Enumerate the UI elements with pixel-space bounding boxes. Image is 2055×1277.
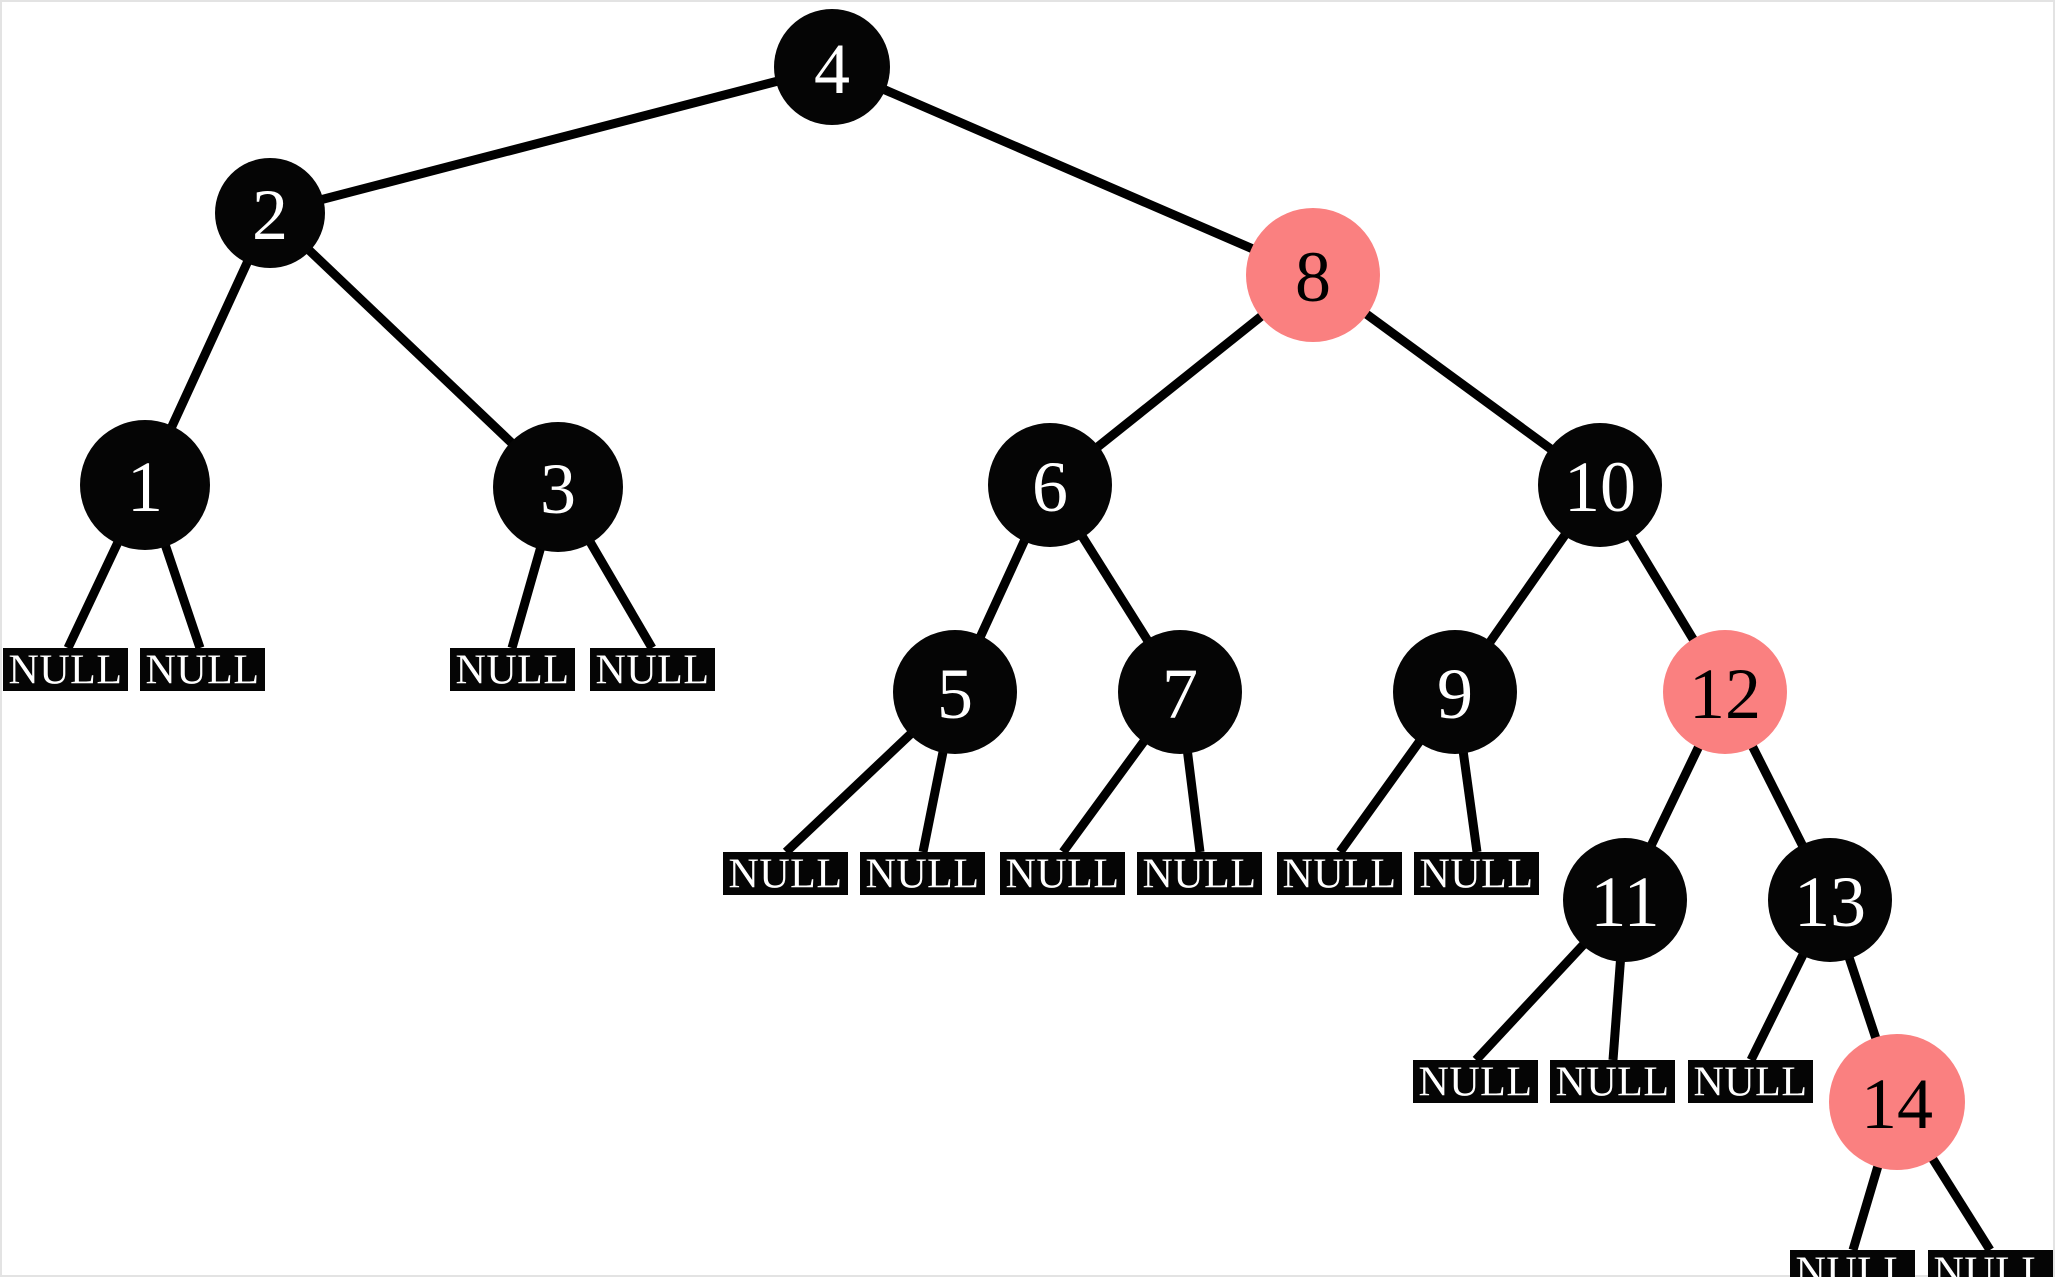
null-box-background bbox=[723, 852, 848, 895]
null-box-background bbox=[450, 648, 575, 691]
null-box-label: NULL bbox=[1556, 1060, 1670, 1106]
node-label: 1 bbox=[127, 447, 163, 527]
tree-node-7[interactable]: 7 bbox=[1118, 630, 1242, 754]
null-box-background bbox=[860, 852, 985, 895]
null-box-label: NULL bbox=[1420, 852, 1534, 898]
node-label: 5 bbox=[937, 654, 973, 734]
null-boxes-layer: NULL NULL NULL NULL NULL NULL NULL NULL NULL NULL… bbox=[3, 648, 2053, 1277]
null-leaf-box: NULL bbox=[860, 852, 985, 898]
tree-node-13[interactable]: 13 bbox=[1768, 838, 1892, 962]
tree-node-5[interactable]: 5 bbox=[893, 630, 1017, 754]
node-label: 14 bbox=[1861, 1064, 1933, 1144]
null-box-label: NULL bbox=[1934, 1250, 2048, 1277]
node-circle-black[interactable] bbox=[80, 420, 210, 550]
tree-node-10[interactable]: 10 bbox=[1538, 423, 1662, 547]
tree-node-8[interactable]: 8 bbox=[1246, 208, 1380, 342]
node-circle-black[interactable] bbox=[1563, 838, 1687, 962]
node-label: 4 bbox=[814, 29, 850, 109]
null-box-label: NULL bbox=[1796, 1250, 1910, 1277]
null-leaf-box: NULL bbox=[1928, 1250, 2053, 1277]
node-label: 6 bbox=[1032, 447, 1068, 527]
null-box-background bbox=[1928, 1250, 2053, 1277]
null-box-background bbox=[1790, 1250, 1915, 1277]
null-leaf-box: NULL bbox=[1414, 852, 1539, 898]
null-box-label: NULL bbox=[1283, 852, 1397, 898]
tree-node-2[interactable]: 2 bbox=[215, 158, 325, 268]
node-circle-black[interactable] bbox=[988, 423, 1112, 547]
node-label: 7 bbox=[1162, 654, 1198, 734]
null-leaf-box: NULL bbox=[450, 648, 575, 694]
null-box-background bbox=[590, 648, 715, 691]
node-circle-black[interactable] bbox=[893, 630, 1017, 754]
node-label: 13 bbox=[1794, 862, 1866, 942]
null-box-label: NULL bbox=[596, 648, 710, 694]
node-circle-black[interactable] bbox=[1768, 838, 1892, 962]
null-box-background bbox=[1413, 1060, 1538, 1103]
null-leaf-box: NULL bbox=[1277, 852, 1402, 898]
tree-node-3[interactable]: 3 bbox=[493, 422, 623, 552]
node-circle-black[interactable] bbox=[1393, 630, 1517, 754]
node-circle-black[interactable] bbox=[774, 9, 890, 125]
null-leaf-box: NULL bbox=[1000, 852, 1125, 898]
null-box-label: NULL bbox=[1419, 1060, 1533, 1106]
null-box-background bbox=[1688, 1060, 1813, 1103]
node-label: 8 bbox=[1295, 237, 1331, 317]
node-label: 9 bbox=[1437, 654, 1473, 734]
tree-node-12[interactable]: 12 bbox=[1663, 630, 1787, 754]
node-label: 2 bbox=[252, 175, 288, 255]
null-box-background bbox=[3, 648, 128, 691]
tree-node-6[interactable]: 6 bbox=[988, 423, 1112, 547]
null-leaf-box: NULL bbox=[3, 648, 128, 694]
null-leaf-box: NULL bbox=[1688, 1060, 1813, 1106]
node-circle-black[interactable] bbox=[493, 422, 623, 552]
tree-edge-n4-n2 bbox=[268, 62, 834, 218]
tree-edge-n4-n8 bbox=[830, 62, 1315, 280]
null-leaf-box: NULL bbox=[590, 648, 715, 694]
null-box-label: NULL bbox=[729, 852, 843, 898]
node-circle-black[interactable] bbox=[215, 158, 325, 268]
null-leaf-box: NULL bbox=[1550, 1060, 1675, 1106]
null-box-label: NULL bbox=[9, 648, 123, 694]
null-leaf-box: NULL bbox=[140, 648, 265, 694]
null-box-label: NULL bbox=[146, 648, 260, 694]
null-leaf-box: NULL bbox=[723, 852, 848, 898]
node-circle-red[interactable] bbox=[1829, 1034, 1965, 1170]
tree-node-4[interactable]: 4 bbox=[774, 9, 890, 125]
tree-node-9[interactable]: 9 bbox=[1393, 630, 1517, 754]
tree-node-14[interactable]: 14 bbox=[1829, 1034, 1965, 1170]
null-leaf-box: NULL bbox=[1413, 1060, 1538, 1106]
null-box-label: NULL bbox=[1143, 852, 1257, 898]
null-leaf-box: NULL bbox=[1790, 1250, 1915, 1277]
tree-node-1[interactable]: 1 bbox=[80, 420, 210, 550]
null-box-background bbox=[1277, 852, 1402, 895]
null-box-background bbox=[140, 648, 265, 691]
node-circle-red[interactable] bbox=[1663, 630, 1787, 754]
node-circle-black[interactable] bbox=[1118, 630, 1242, 754]
null-box-label: NULL bbox=[1694, 1060, 1808, 1106]
node-label: 3 bbox=[540, 449, 576, 529]
null-box-label: NULL bbox=[866, 852, 980, 898]
node-label: 12 bbox=[1689, 654, 1761, 734]
node-circle-black[interactable] bbox=[1538, 423, 1662, 547]
null-box-background bbox=[1137, 852, 1262, 895]
node-label: 11 bbox=[1590, 862, 1659, 942]
tree-edge-n2-n3 bbox=[266, 209, 562, 491]
null-leaf-box: NULL bbox=[1137, 852, 1262, 898]
null-box-background bbox=[1550, 1060, 1675, 1103]
null-box-label: NULL bbox=[1006, 852, 1120, 898]
node-label: 10 bbox=[1564, 447, 1636, 527]
null-box-background bbox=[1000, 852, 1125, 895]
node-circle-red[interactable] bbox=[1246, 208, 1380, 342]
null-box-background bbox=[1414, 852, 1539, 895]
tree-node-11[interactable]: 11 bbox=[1563, 838, 1687, 962]
null-box-label: NULL bbox=[456, 648, 570, 694]
